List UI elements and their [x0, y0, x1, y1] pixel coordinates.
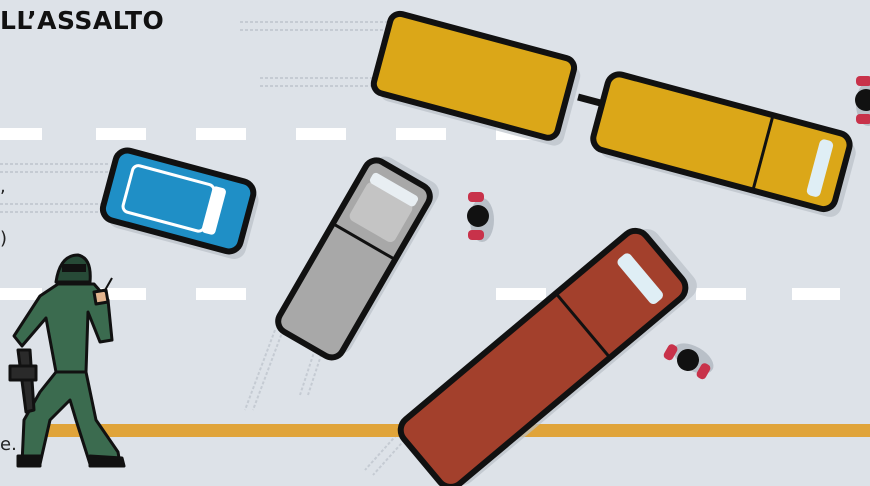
- yellow-truck: [370, 12, 860, 220]
- person-topdown-icon: [467, 192, 494, 242]
- lane-marking-top: [0, 128, 546, 140]
- lane-marking-bottom: [0, 288, 840, 300]
- grey-pickup: [274, 149, 444, 365]
- red-pickup: [395, 219, 703, 486]
- blue-car: [99, 148, 263, 262]
- person-topdown-icon: [662, 334, 719, 382]
- person-topdown-icon: [855, 76, 870, 126]
